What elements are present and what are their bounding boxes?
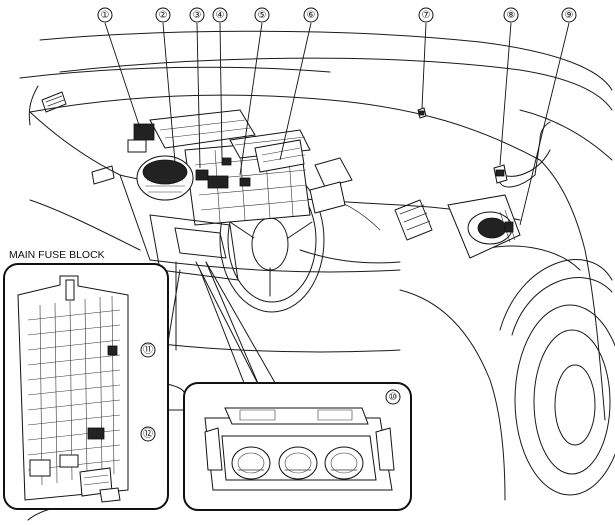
- side-duct: [447, 194, 521, 259]
- sensors: [417, 107, 551, 188]
- fuse-block-title: MAIN FUSE BLOCK: [9, 249, 105, 261]
- inset-connector-lines: [175, 261, 279, 389]
- callout-4-label: ④: [216, 10, 225, 21]
- callout-2: ②: [155, 7, 171, 23]
- callout-3: ③: [189, 7, 205, 23]
- callout-5-label: ⑤: [258, 10, 267, 21]
- callout-2-label: ②: [159, 10, 168, 21]
- callout-9: ⑨: [561, 7, 577, 23]
- callout-8-label: ⑧: [507, 10, 516, 21]
- callout-11: ⑪: [140, 342, 156, 358]
- callout-9-label: ⑨: [565, 10, 574, 21]
- callout-7: ⑦: [418, 7, 434, 23]
- callout-6: ⑥: [303, 7, 319, 23]
- callout-12-label: ⑫: [143, 428, 153, 440]
- callout-7-label: ⑦: [422, 10, 431, 21]
- callout-10: ⑩: [385, 389, 401, 405]
- main-fuse-block-inset: MAIN FUSE BLOCK ⑪ ⑫: [3, 249, 169, 510]
- leader-lines: [104, 22, 570, 435]
- callout-1: ①: [97, 7, 113, 23]
- callout-12: ⑫: [140, 426, 156, 442]
- callout-8: ⑧: [503, 7, 519, 23]
- callout-4: ④: [212, 7, 228, 23]
- callout-3-label: ③: [193, 10, 202, 21]
- glovebox: [149, 214, 239, 281]
- callout-5: ⑤: [254, 7, 270, 23]
- callout-1-label: ①: [101, 10, 110, 21]
- callout-10-label: ⑩: [389, 392, 398, 403]
- callout-11-label: ⑪: [143, 344, 153, 356]
- callout-6-label: ⑥: [307, 10, 316, 21]
- hvac-unit: [127, 109, 346, 226]
- climate-control-inset: ⑩: [183, 382, 412, 511]
